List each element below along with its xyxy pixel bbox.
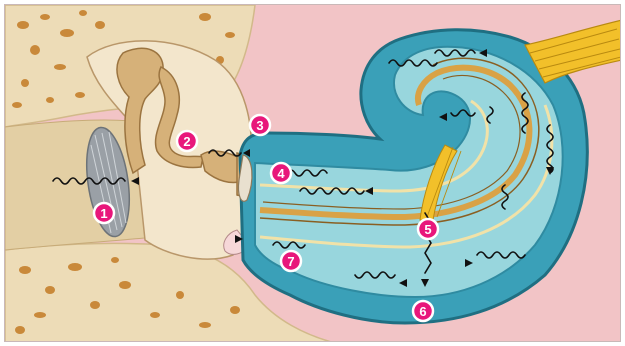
marker-label: 3 bbox=[256, 118, 263, 133]
marker-label: 5 bbox=[424, 222, 431, 237]
marker-label: 4 bbox=[277, 166, 285, 181]
bone-pore bbox=[60, 29, 74, 37]
bone-pore bbox=[30, 45, 40, 55]
bone-pore bbox=[34, 312, 46, 318]
ear-diagram-frame: 1 2 3 4 5 6 7 bbox=[4, 4, 621, 342]
bone-pore bbox=[54, 64, 66, 70]
bone-pore bbox=[75, 92, 85, 98]
bone-pore bbox=[68, 263, 82, 271]
marker-label: 7 bbox=[287, 254, 294, 269]
marker-ossicles: 2 bbox=[177, 131, 197, 151]
marker-basilar-membrane: 5 bbox=[418, 219, 438, 239]
bone-pore bbox=[199, 13, 211, 21]
marker-scala-vestibuli: 4 bbox=[271, 163, 291, 183]
bone-pore bbox=[119, 281, 131, 289]
bone-pore bbox=[17, 21, 29, 29]
bone-pore bbox=[21, 79, 29, 87]
bone-pore bbox=[15, 326, 25, 334]
bone-pore bbox=[79, 10, 87, 16]
bone-pore bbox=[230, 306, 240, 314]
bone-pore bbox=[45, 286, 55, 294]
marker-cochlea-apex-crossing: 6 bbox=[413, 301, 433, 321]
bone-pore bbox=[40, 14, 50, 20]
bone-pore bbox=[199, 322, 211, 328]
marker-scala-tympani: 7 bbox=[281, 251, 301, 271]
marker-oval-window: 3 bbox=[250, 115, 270, 135]
bone-pore bbox=[90, 301, 100, 309]
bone-pore bbox=[111, 257, 119, 263]
marker-eardrum: 1 bbox=[94, 203, 114, 223]
bone-pore bbox=[150, 312, 160, 318]
bone-pore bbox=[176, 291, 184, 299]
bone-pore bbox=[95, 21, 105, 29]
bone-pore bbox=[12, 102, 22, 108]
marker-label: 2 bbox=[183, 134, 190, 149]
bone-pore bbox=[46, 97, 54, 103]
bone-pore bbox=[19, 266, 31, 274]
marker-label: 1 bbox=[100, 206, 107, 221]
marker-label: 6 bbox=[419, 304, 426, 319]
bone-pore bbox=[225, 32, 235, 38]
ear-diagram: 1 2 3 4 5 6 7 bbox=[5, 5, 621, 342]
